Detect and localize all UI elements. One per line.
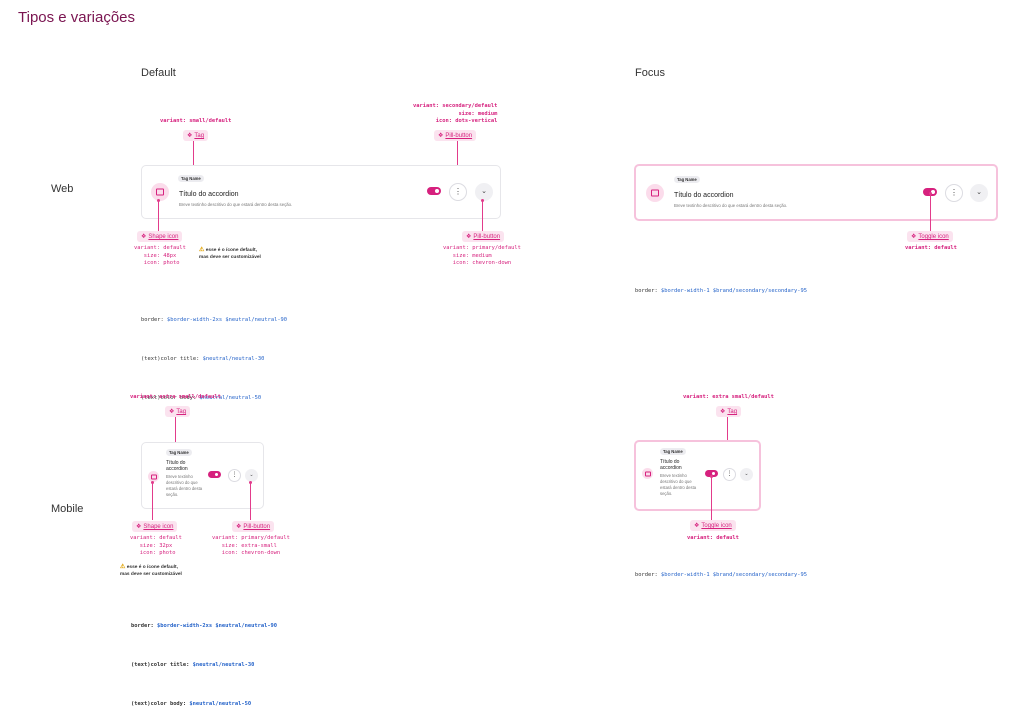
spec-web-shape: variant: default size: 48px icon: photo [134, 245, 186, 267]
chevron-down-icon[interactable]: ⌄ [245, 469, 258, 482]
badge-toggle-icon[interactable]: ❖Toggle icon [690, 520, 736, 531]
shape-icon [151, 183, 169, 201]
badge-shape-icon[interactable]: ❖Shape icon [132, 521, 178, 532]
badge-pill-button[interactable]: ❖Pill-button [462, 231, 505, 242]
badge-pill-button[interactable]: ❖Pill-button [232, 521, 275, 532]
connector-dot [929, 192, 932, 195]
shape-icon [148, 471, 159, 482]
spec-web-pill-top: variant: secondary/default size: medium … [413, 103, 498, 125]
chevron-down-icon[interactable]: ⌄ [740, 468, 753, 481]
accordion-body: Breve textinho descritivo do que estará … [166, 474, 203, 497]
photo-icon [150, 474, 157, 479]
row-label-mobile: Mobile [51, 503, 84, 515]
photo-icon [644, 471, 651, 476]
spec-mob-shape: variant: default size: 32px icon: photo [130, 535, 182, 557]
diamond-icon: ❖ [141, 234, 147, 240]
warning-note-web: ⚠ esse é o ícone default, mas deve ser c… [199, 247, 261, 260]
diamond-icon: ❖ [438, 133, 444, 139]
spec-mob-pill: variant: primary/default size: extra-sma… [212, 535, 290, 557]
connector-line [250, 483, 251, 520]
tokens-web-focus: border: $border-width-1 $brand/secondary… [635, 288, 808, 294]
chevron-down-icon[interactable]: ⌄ [475, 183, 493, 201]
token-body-color: (text)color body: $neutral/neutral-50 [141, 395, 262, 401]
tag-chip: Tag Name [660, 448, 686, 455]
badge-toggle-icon[interactable]: ❖Toggle icon [907, 231, 953, 242]
chevron-down-icon[interactable]: ⌄ [970, 184, 988, 202]
photo-icon [156, 188, 164, 196]
token-border: border: $border-width-2xs $neutral/neutr… [131, 623, 278, 629]
tokens-mobile-focus: border: $border-width-1 $brand/secondary… [635, 572, 808, 578]
warning-icon: ⚠ [120, 564, 126, 570]
diamond-icon: ❖ [466, 234, 472, 240]
token-body-color: (text)color body: $neutral/neutral-50 [131, 701, 252, 707]
accordion-title: Título do accordion [674, 192, 734, 199]
accordion-card-mobile-focus[interactable]: Tag Name Título do accordion Breve texti… [634, 440, 761, 511]
toggle[interactable] [427, 187, 441, 195]
badge-pill-button[interactable]: ❖Pill-button [434, 130, 477, 141]
dots-vertical-icon[interactable]: ⋮ [723, 468, 736, 481]
toggle[interactable] [705, 470, 718, 477]
token-border: border: $border-width-2xs $neutral/neutr… [141, 317, 288, 323]
tag-chip: Tag Name [178, 175, 204, 182]
shape-icon [646, 184, 664, 202]
connector-line [158, 201, 159, 231]
shape-icon [642, 468, 653, 479]
badge-tag[interactable]: ❖Tag [165, 406, 191, 417]
badge-tag[interactable]: ❖Tag [716, 406, 742, 417]
accordion-body: Breve textinho descritivo do que estará … [674, 203, 788, 208]
connector-dot [151, 481, 154, 484]
token-title-color: (text)color title: $neutral/neutral-30 [131, 662, 255, 668]
dots-vertical-icon[interactable]: ⋮ [945, 184, 963, 202]
column-header-default: Default [141, 67, 176, 79]
diamond-icon: ❖ [187, 133, 193, 139]
diamond-icon: ❖ [169, 409, 175, 415]
diamond-icon: ❖ [720, 409, 726, 415]
accordion-title: Título do accordion [660, 459, 682, 471]
connector-line [152, 483, 153, 520]
connector-dot [157, 199, 160, 202]
connector-dot [710, 475, 713, 478]
warning-note-mobile: ⚠ esse é o ícone default, mas deve ser c… [120, 564, 182, 577]
spec-web-toggle: variant: default [905, 245, 957, 251]
tag-chip: Tag Name [166, 449, 192, 456]
badge-shape-icon[interactable]: ❖Shape icon [137, 231, 183, 242]
spec-mob-toggle: variant: default [687, 535, 739, 541]
tokens-mobile-default: border: $border-width-2xs $neutral/neutr… [131, 594, 277, 724]
accordion-card-web-default[interactable]: Tag Name Título do accordion Breve texti… [141, 165, 501, 219]
photo-icon [651, 189, 659, 197]
page-title: Tipos e variações [18, 9, 135, 26]
accordion-body: Breve textinho descritivo do que estará … [179, 202, 293, 207]
diamond-icon: ❖ [236, 524, 242, 530]
accordion-card-web-focus[interactable]: Tag Name Título do accordion Breve texti… [634, 164, 998, 221]
accordion-body: Breve textinho descritivo do que estará … [660, 473, 697, 496]
connector-line [193, 141, 194, 173]
accordion-card-mobile-default[interactable]: Tag Name Título do accordion Breve texti… [141, 442, 264, 509]
tokens-web-default: border: $border-width-2xs $neutral/neutr… [141, 288, 287, 418]
spec-mob-tag: variant: extra small/default [130, 394, 221, 400]
tag-chip: Tag Name [674, 176, 700, 183]
connector-dot [249, 481, 252, 484]
diamond-icon: ❖ [136, 524, 142, 530]
token-title-color: (text)color title: $neutral/neutral-30 [141, 356, 265, 362]
diamond-icon: ❖ [694, 523, 700, 529]
connector-line [930, 194, 931, 231]
accordion-title: Título do accordion [166, 460, 188, 472]
diamond-icon: ❖ [911, 234, 917, 240]
warning-icon: ⚠ [199, 247, 205, 253]
dots-vertical-icon[interactable]: ⋮ [449, 183, 467, 201]
connector-line [482, 201, 483, 231]
accordion-title: Título do accordion [179, 191, 239, 198]
connector-line [457, 141, 458, 183]
spec-mob-tag-focus: variant: extra small/default [683, 394, 774, 400]
spec-web-tag: variant: small/default [160, 118, 232, 124]
row-label-web: Web [51, 183, 74, 195]
dots-vertical-icon[interactable]: ⋮ [228, 469, 241, 482]
column-header-focus: Focus [635, 67, 665, 79]
connector-line [711, 477, 712, 520]
toggle[interactable] [208, 471, 221, 478]
badge-tag[interactable]: ❖Tag [183, 130, 209, 141]
connector-dot [481, 199, 484, 202]
connector-line [175, 417, 176, 450]
spec-web-pill-bottom: variant: primary/default size: medium ic… [443, 245, 521, 267]
